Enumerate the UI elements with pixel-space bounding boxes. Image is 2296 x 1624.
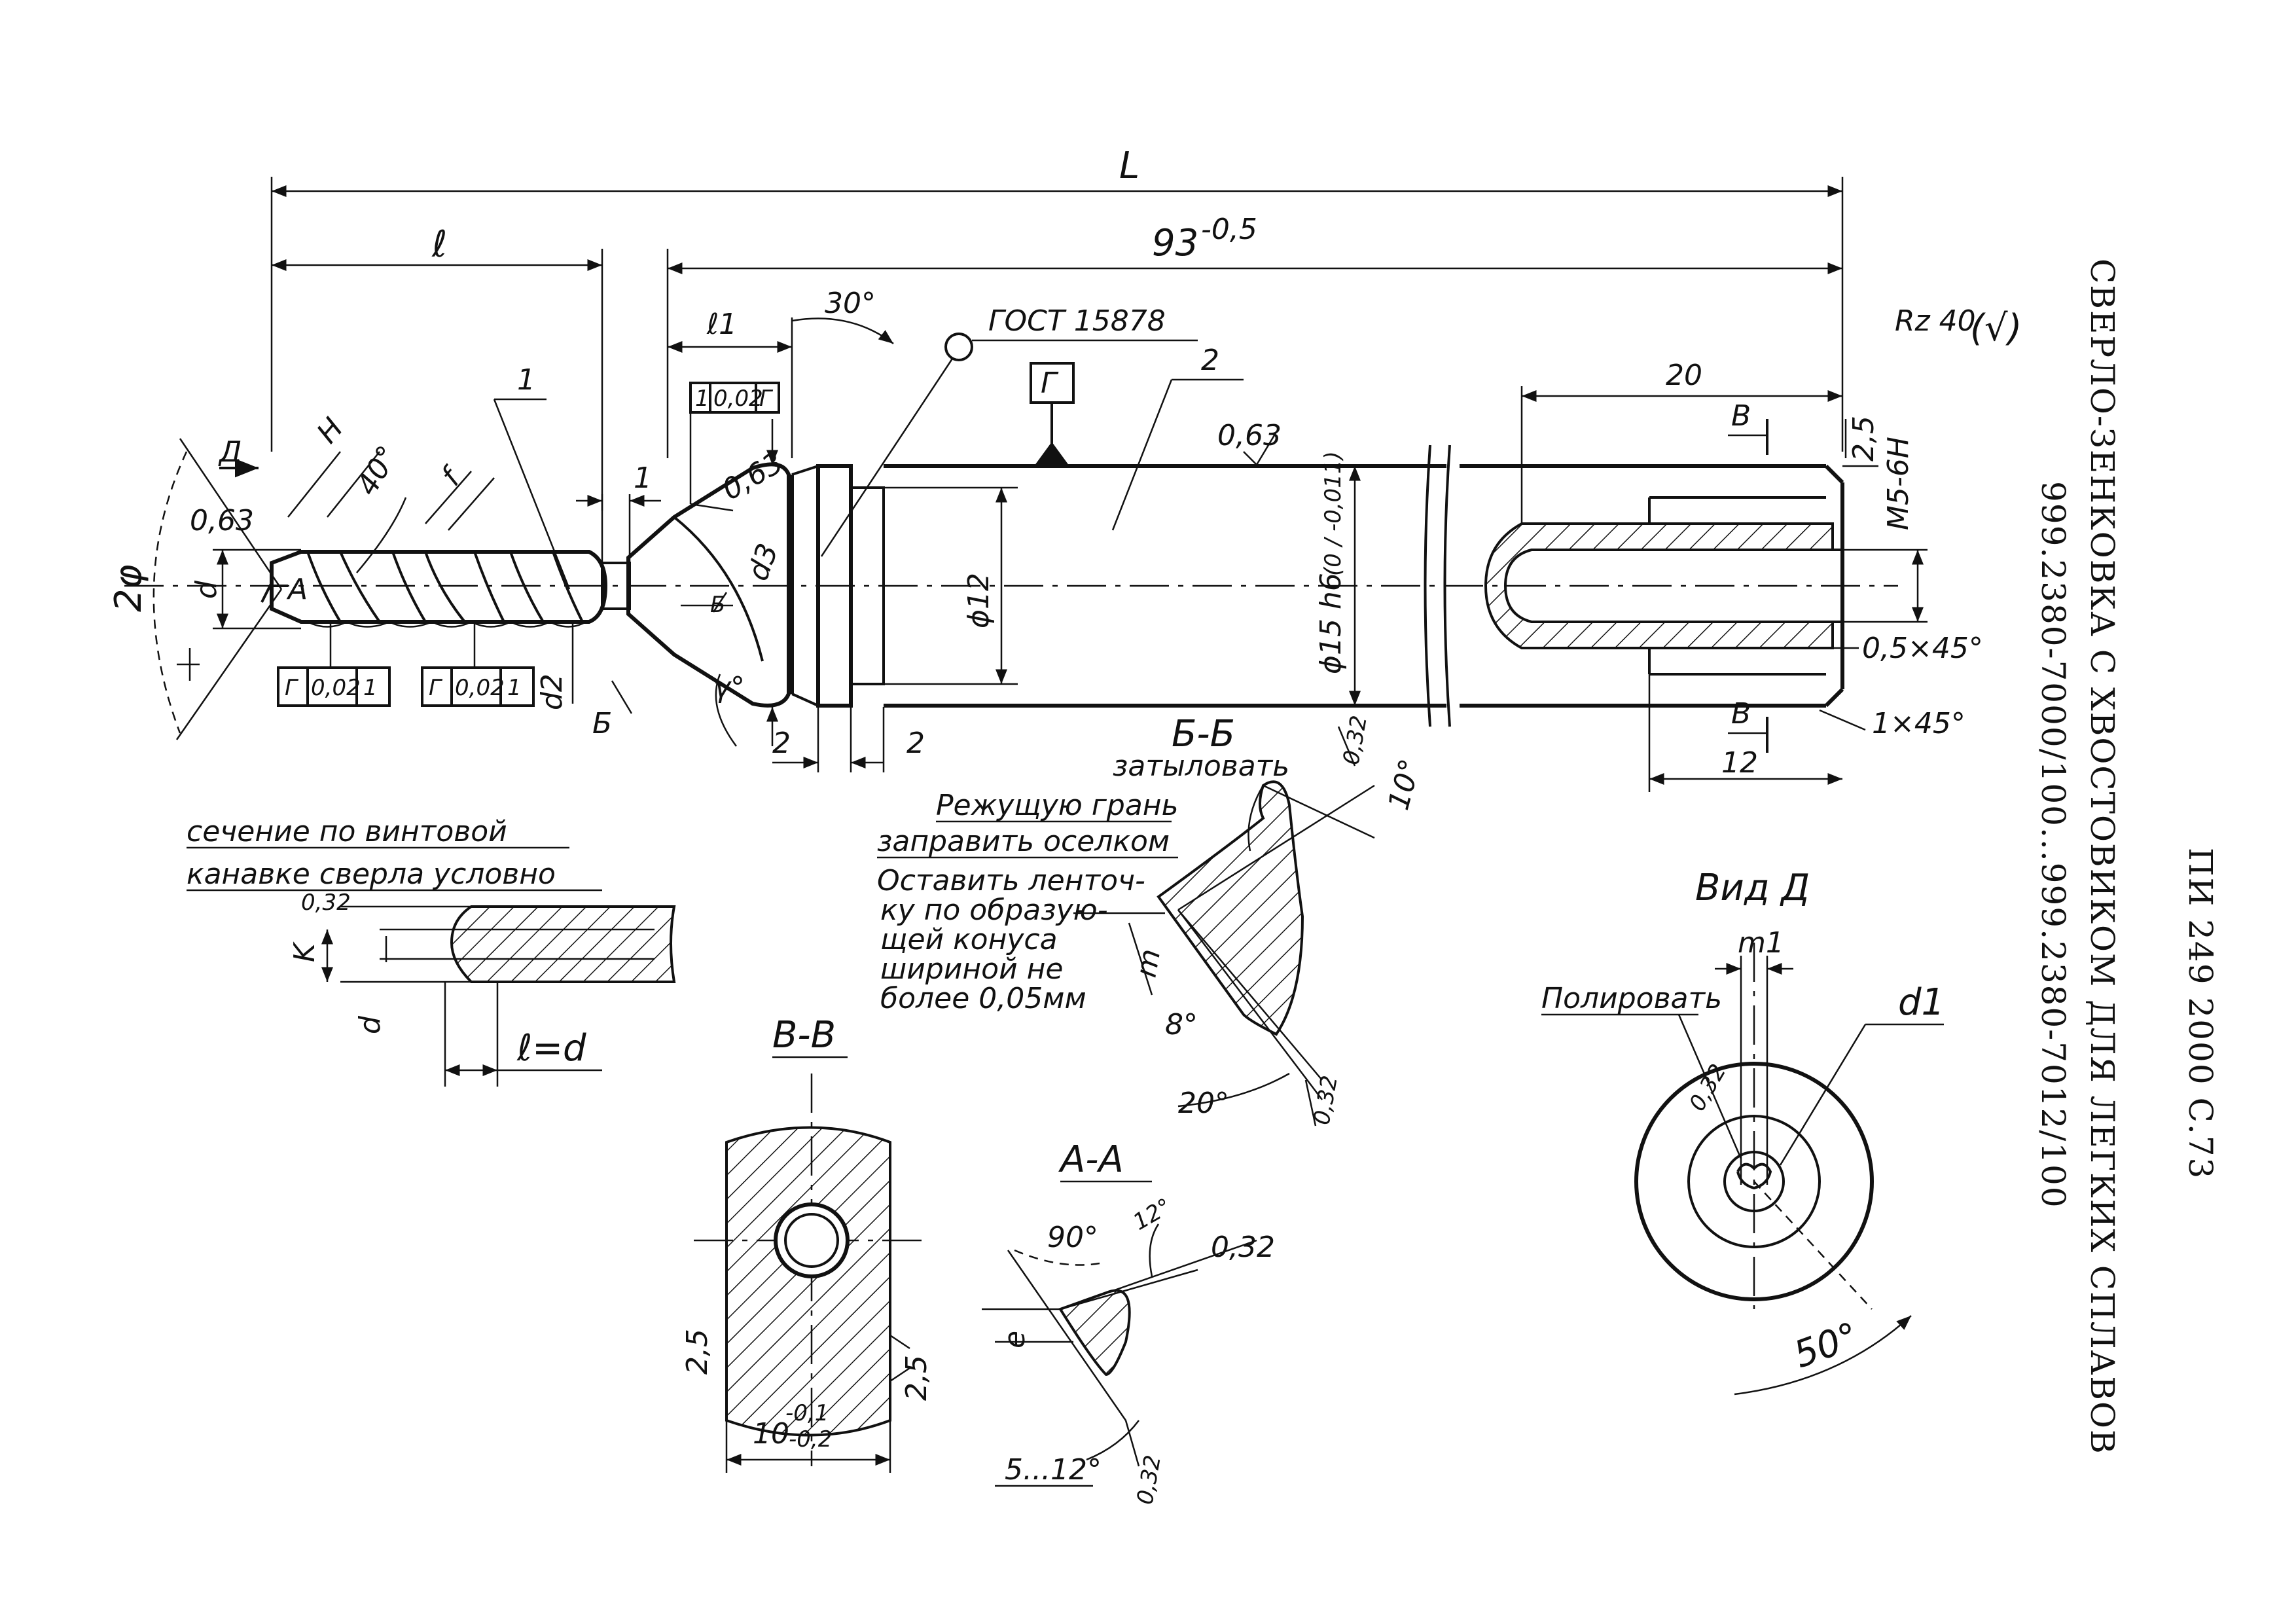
vv-dim-2-5-left: 2,5	[681, 1329, 714, 1375]
tol-top-datum: Г	[759, 386, 774, 412]
bb-note-relief: затыловать	[1113, 749, 1289, 783]
groove-d: d	[353, 1015, 387, 1034]
dim-2phi: 2φ	[107, 564, 150, 612]
vv-title: В-В	[772, 1014, 836, 1056]
roughness-main: Rz 40	[1895, 304, 1976, 338]
section-mark-v-top: В	[1731, 399, 1751, 433]
section-mark-b2: Б	[592, 707, 612, 740]
section-bb: Б-Б затыловать Режущую грань заправить о…	[877, 713, 1427, 1127]
bb-note-4: ку по образую-	[880, 893, 1108, 927]
tol-top-sym: 1	[695, 386, 709, 412]
bb-title: Б-Б	[1172, 713, 1235, 755]
bb-note-5: щей конуса	[880, 923, 1058, 956]
bb-angle-8: 8°	[1165, 1008, 1198, 1041]
dim-overall-length: L	[1119, 145, 1139, 187]
groove-caption-2: канавке сверла условно	[187, 857, 556, 891]
dim-93-tol: -0,5	[1201, 213, 1257, 246]
view-d-polish: Полировать	[1541, 982, 1722, 1015]
roughness-tip: 0,63	[190, 504, 254, 537]
dim-2-a: 2	[772, 727, 791, 760]
tol-frame1-sym: 1	[363, 675, 378, 701]
groove-roughness: 0,32	[301, 890, 351, 916]
dim-H: H	[310, 412, 350, 450]
callout-2: 2	[1201, 344, 1219, 377]
vv-dim-2-5-right: 2,5	[900, 1355, 933, 1401]
tol-frame1-datum: Г	[285, 675, 299, 701]
roughness-main-paren: (√)	[1970, 307, 2022, 350]
dim-angle-30: 30°	[825, 287, 876, 320]
dim-d12: ϕ12	[962, 573, 996, 628]
tol-frame1-val: 0,02	[311, 675, 361, 701]
view-d-title: Вид Д	[1695, 867, 1810, 909]
tol-top-val: 0,02	[713, 386, 763, 412]
dim-d2: d2	[535, 674, 569, 710]
section-aa: А-А 90° 12° 0,32 e 5...12° 0,32	[982, 1138, 1275, 1507]
title-line-1: СВЕРЛО-ЗЕНКОВКА С ХВОСТОВИКОМ ДЛЯ ЛЕГКИХ…	[2083, 259, 2121, 1455]
dim-d15: ϕ15 h6	[1314, 573, 1348, 674]
title-block: СВЕРЛО-ЗЕНКОВКА С ХВОСТОВИКОМ ДЛЯ ЛЕГКИХ…	[2034, 259, 2219, 1455]
bb-note-7: более 0,05мм	[880, 982, 1086, 1015]
title-line-2: 999.2380-7000/100...999.2380-7012/100	[2034, 481, 2072, 1209]
aa-angle-90: 90°	[1047, 1221, 1098, 1254]
vv-width: 10	[753, 1417, 789, 1451]
dim-f: f	[435, 460, 469, 492]
view-d-m1: m1	[1738, 926, 1784, 960]
dim-thread: M5-6H	[1882, 437, 1915, 530]
vv-width-tol-lo: -0,2	[789, 1426, 832, 1453]
dim-angle-40: 40°	[350, 440, 404, 501]
dim-chamfer-1: 1×45°	[1872, 707, 1965, 740]
dim-thread-2-5: 2,5	[1847, 416, 1880, 461]
dim-d: d	[190, 580, 223, 599]
section-mark-v-bot: В	[1731, 697, 1751, 731]
bb-m: m	[1130, 947, 1168, 980]
dim-1: 1	[634, 461, 652, 495]
aa-angle-12: 12°	[1129, 1193, 1176, 1236]
roughness-shank: 0,63	[1217, 419, 1282, 452]
tol-frame2-val: 0,02	[455, 675, 505, 701]
roughness-head: 0,63	[717, 446, 789, 507]
main-view: L 93 -0,5 ℓ ℓ1 30° ГОСТ 15878 Г 2 0,63	[107, 145, 2022, 792]
groove-K: K	[288, 941, 321, 962]
bb-angle-10: 10°	[1382, 755, 1427, 814]
dim-d15-tol: (0 / -0,011)	[1320, 451, 1346, 576]
dim-chamfer-0-5: 0,5×45°	[1862, 632, 1983, 665]
datum-g: Г	[1041, 367, 1059, 400]
gost-reference: ГОСТ 15878	[988, 304, 1166, 338]
view-d-d1: d1	[1898, 981, 1945, 1024]
view-d: Вид Д m1 Полировать 0,32 d1 50°	[1541, 867, 1945, 1396]
groove-caption-1: сечение по винтовой	[187, 815, 507, 848]
dim-drill-length: ℓ	[431, 223, 447, 266]
bb-note-3: Оставить ленточ-	[877, 864, 1145, 897]
callout-1: 1	[517, 363, 535, 397]
tol-frame2-sym: 1	[507, 675, 522, 701]
section-vv: В-В 2,5 2,5 10 -0,1 -0,2	[681, 1014, 933, 1473]
section-groove: сечение по винтовой канавке сверла услов…	[187, 815, 676, 1087]
section-mark-a: А	[286, 573, 308, 606]
dim-l1: ℓ1	[706, 308, 737, 341]
tol-frame2-datum: Г	[429, 675, 443, 701]
doc-code: ПИ 249 2000 С.73	[2181, 848, 2219, 1180]
aa-angle-range: 5...12°	[1005, 1453, 1102, 1487]
view-mark-d: Д	[218, 435, 242, 469]
bb-note-2: заправить оселком	[877, 825, 1170, 858]
dim-12: 12	[1721, 746, 1758, 780]
aa-e: e	[998, 1331, 1031, 1348]
aa-roughness-top: 0,32	[1211, 1231, 1275, 1264]
section-mark-b: Б	[710, 592, 725, 618]
dim-2-b: 2	[906, 727, 925, 760]
dim-gamma: γ°	[713, 671, 745, 704]
bb-note-1: Режущую грань	[936, 789, 1179, 822]
bb-note-6: шириной не	[880, 952, 1064, 986]
aa-title: А-А	[1058, 1138, 1124, 1181]
vv-width-tol-up: -0,1	[785, 1400, 829, 1426]
dim-d3: d3	[741, 539, 785, 585]
groove-l-eq-d: ℓ=d	[516, 1027, 586, 1070]
view-d-angle-50: 50°	[1789, 1314, 1865, 1377]
dim-93: 93	[1152, 222, 1198, 264]
dim-20: 20	[1666, 359, 1702, 392]
